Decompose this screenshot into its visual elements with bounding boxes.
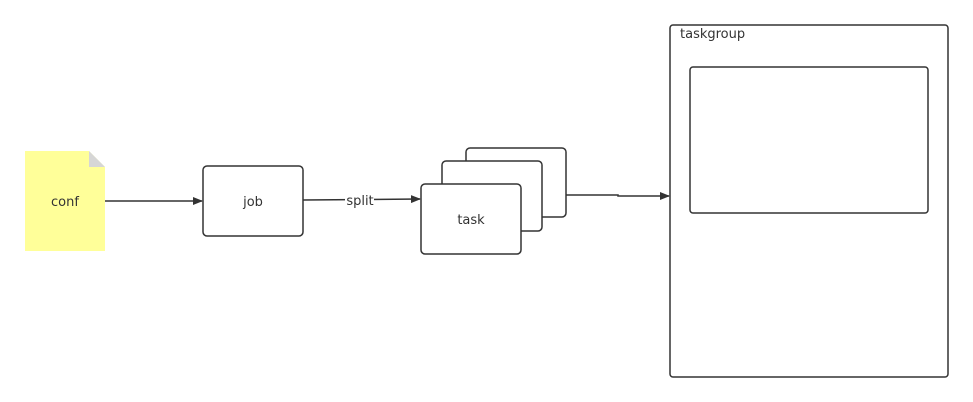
conf-note-body: [25, 151, 105, 251]
conf-note-fold: [89, 151, 105, 167]
task-stack[interactable]: task: [420, 147, 567, 255]
taskgroup-inner-box[interactable]: [689, 66, 929, 214]
edge-label-background: [345, 192, 374, 208]
job-label: job: [242, 195, 263, 210]
edge-job-to-task[interactable]: split: [302, 192, 421, 209]
edge-split-label: split: [346, 194, 373, 209]
taskgroup-container[interactable]: taskgroup: [669, 24, 949, 378]
conf-label: conf: [51, 195, 79, 210]
job-node[interactable]: job: [202, 165, 304, 237]
job-box: [202, 165, 304, 237]
edge-task-to-taskgroup[interactable]: [566, 192, 670, 200]
task-card-front: [420, 183, 522, 255]
task-label: task: [457, 213, 485, 228]
taskgroup-label: taskgroup: [680, 27, 745, 42]
conf-note[interactable]: conf: [25, 151, 105, 251]
